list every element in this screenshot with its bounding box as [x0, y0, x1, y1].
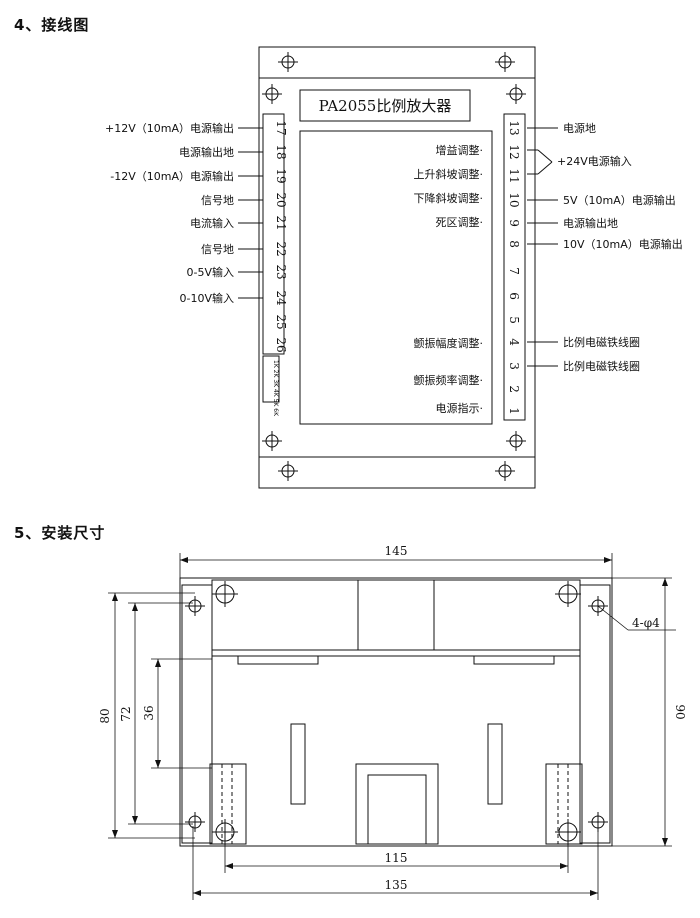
screw-bottom-left	[262, 431, 282, 451]
right-pin-number: 13	[507, 120, 521, 135]
mount-hole-top-left	[278, 52, 298, 72]
right-pin-label: 电源地	[563, 121, 596, 135]
small-jumper-strip	[262, 355, 280, 403]
amplifier-title: PA2055比例放大器	[319, 97, 452, 115]
left-pin-label: 信号地	[201, 243, 234, 256]
panel-adjust-label: 电源指示·	[436, 401, 484, 415]
dimension-lines	[108, 553, 676, 900]
right-pin-label: 10V（10mA）电源输出	[563, 237, 683, 251]
screw-bottom-right	[506, 431, 526, 451]
screw-top-left	[262, 84, 282, 104]
control-panel	[299, 130, 493, 425]
screw-top-right	[506, 84, 526, 104]
left-pin-number: 25	[274, 314, 288, 329]
right-pin-number: 2	[507, 385, 521, 393]
left-pin-label: 电流输入	[190, 216, 234, 230]
power-brace	[527, 149, 553, 175]
left-pin-number: 26	[274, 337, 288, 352]
left-pin-label: +12V（10mA）电源输出	[105, 121, 234, 135]
dim-width-145: 145	[385, 544, 408, 558]
right-pin-label: 比例电磁铁线圈	[563, 335, 640, 349]
dim-height-90: 90	[673, 704, 687, 719]
right-pin-label: 5V（10mA）电源输出	[563, 193, 676, 207]
mount-hole-small-tl	[185, 596, 205, 616]
left-pin-number: 24	[274, 290, 288, 306]
right-pin-number: 10	[507, 192, 521, 207]
panel-adjust-label: 颤振频率调整·	[414, 373, 484, 387]
mount-hole-bottom-right	[495, 461, 515, 481]
right-pin-number: 7	[507, 267, 521, 275]
left-terminal-strip	[262, 113, 285, 355]
mount-hole-small-bl	[185, 812, 205, 832]
left-pin-number: 22	[274, 241, 288, 256]
dim-height-80: 80	[98, 708, 112, 723]
mount-hole-large-tr	[555, 581, 581, 607]
mount-hole-large-tl	[212, 581, 238, 607]
left-pin-number: 18	[274, 144, 288, 159]
panel-adjust-label: 颤振幅度调整·	[414, 336, 484, 350]
left-pin-label: 0-10V输入	[180, 291, 235, 305]
dim-width-135: 135	[385, 878, 408, 892]
right-pin-number: 5	[507, 316, 521, 324]
dim-height-36: 36	[142, 705, 156, 720]
dim-width-115: 115	[385, 851, 408, 865]
left-pin-label: 0-5V输入	[187, 265, 235, 279]
right-pin-number: 4	[507, 338, 521, 346]
amplifier-body	[258, 77, 536, 458]
left-pin-number: 17	[274, 120, 288, 135]
mount-hole-top-right	[495, 52, 515, 72]
dim-holes: 4-φ4	[632, 616, 660, 630]
left-pin-number: 19	[274, 168, 288, 183]
panel-adjust-label: 下降斜坡调整·	[414, 191, 484, 205]
right-pin-label: 比例电磁铁线圈	[563, 359, 640, 373]
left-pin-label: 信号地	[201, 194, 234, 207]
right-pin-number: 9	[507, 219, 521, 227]
dim-height-72: 72	[119, 706, 133, 721]
panel-adjust-label: 增益调整·	[436, 143, 484, 157]
jumper-strip-label: 1K 2K 3K 4K 5K 6K	[272, 360, 279, 417]
wiring-heading: 4、接线图	[14, 16, 90, 34]
right-pin-number: 3	[507, 362, 521, 370]
right-terminal-strip	[503, 113, 526, 421]
right-pin-label: 电源输出地	[563, 216, 618, 230]
right-pin-number: 1	[507, 407, 521, 415]
left-pin-label: 电源输出地	[179, 145, 234, 159]
title-box	[299, 89, 471, 122]
right-pin-number: 11	[507, 168, 521, 183]
brace-label: +24V电源输入	[557, 154, 632, 168]
left-pin-number: 21	[274, 215, 288, 230]
panel-adjust-label: 上升斜坡调整·	[414, 167, 484, 181]
left-pin-number: 23	[274, 264, 288, 279]
left-pin-label: -12V（10mA）电源输出	[110, 169, 234, 183]
left-pin-number: 20	[274, 192, 288, 207]
mounting-outline	[179, 577, 613, 847]
mounting-heading: 5、安装尺寸	[14, 524, 106, 542]
right-pin-number: 8	[507, 240, 521, 248]
panel-adjust-label: 死区调整·	[436, 215, 484, 229]
dimension-arrows	[112, 557, 668, 896]
right-pin-number: 12	[507, 144, 521, 159]
right-pin-number: 6	[507, 292, 521, 300]
mount-hole-bottom-left	[278, 461, 298, 481]
